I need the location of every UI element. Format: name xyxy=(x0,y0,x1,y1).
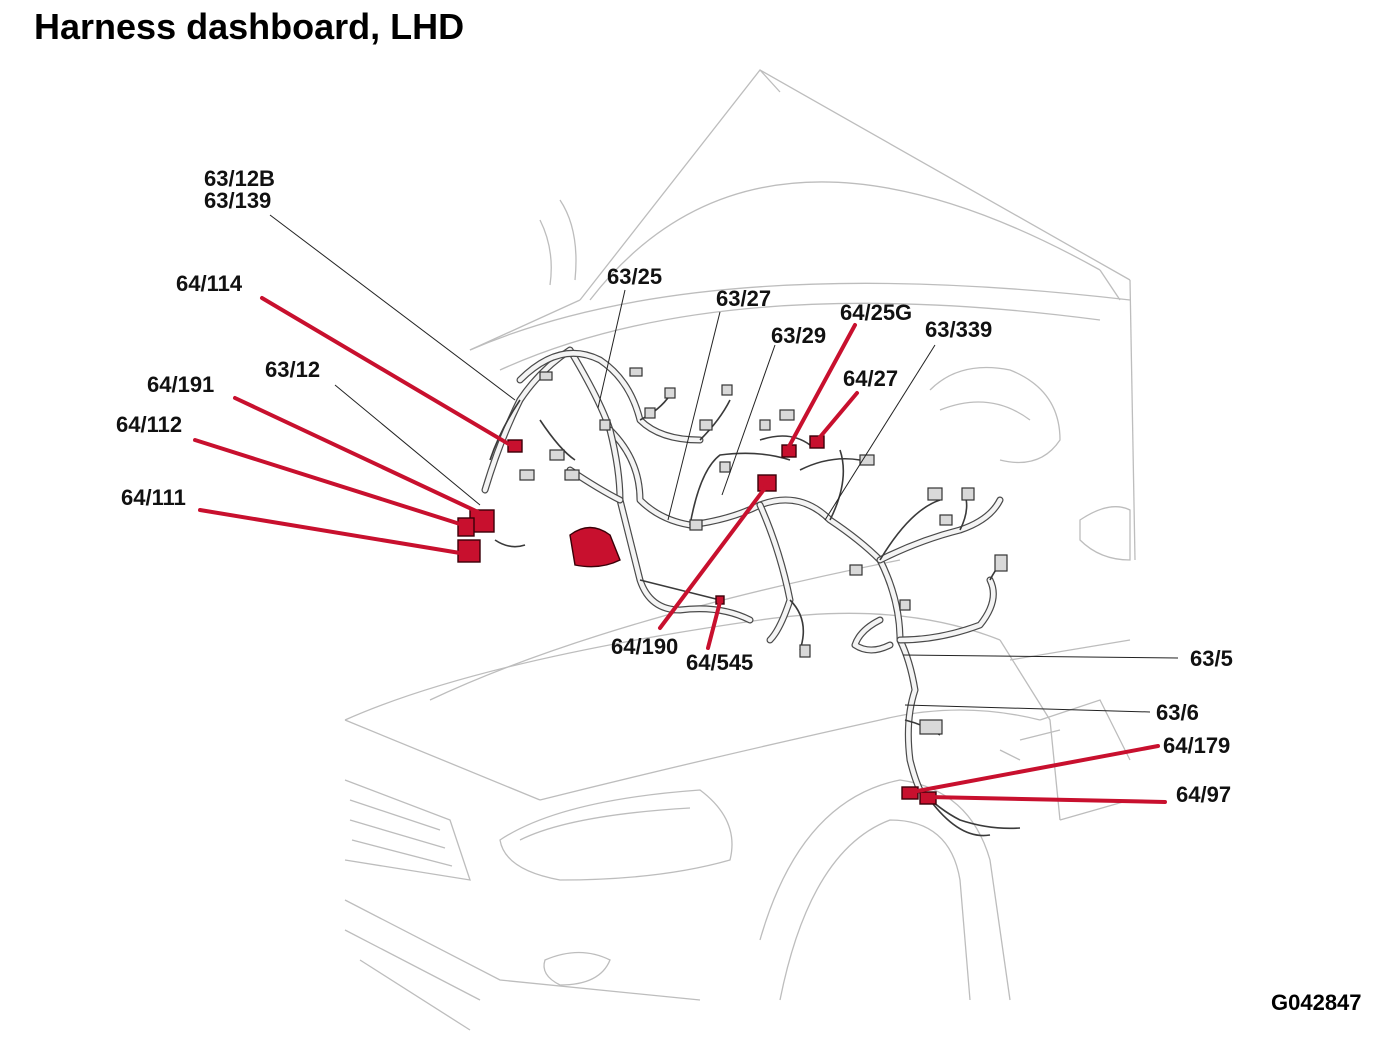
label-64-97: 64/97 xyxy=(1176,782,1231,807)
leader-64-190 xyxy=(658,482,770,630)
leader-63-339 xyxy=(824,344,936,521)
label-64-190: 64/190 xyxy=(611,634,678,659)
label-63-5: 63/5 xyxy=(1190,646,1233,671)
leader-lines xyxy=(193,214,1179,804)
label-63-12: 63/12 xyxy=(265,357,320,382)
branch-wires xyxy=(489,394,1021,837)
leader-63-6 xyxy=(904,704,1151,713)
label-63-139: 63/139 xyxy=(204,188,271,213)
leader-64-111 xyxy=(198,508,462,555)
connector-64-111 xyxy=(457,539,481,563)
leader-63-25 xyxy=(597,289,626,409)
label-63-12b: 63/12B xyxy=(204,166,275,191)
gray-connectors xyxy=(519,367,1008,735)
leader-64-545 xyxy=(706,600,722,650)
label-64-114: 64/114 xyxy=(176,271,243,296)
diagram-title: Harness dashboard, LHD xyxy=(34,6,465,47)
leader-63-5 xyxy=(902,654,1179,659)
leader-64-112 xyxy=(193,438,462,526)
label-64-25g: 64/25G xyxy=(840,300,912,325)
leader-63-12b xyxy=(269,214,516,401)
leader-64-97 xyxy=(926,795,1167,804)
figure-code: G042847 xyxy=(1271,990,1362,1015)
leader-64-25g xyxy=(784,323,857,454)
leader-64-191 xyxy=(233,396,480,514)
harness-trunk xyxy=(481,346,1004,794)
label-63-29: 63/29 xyxy=(771,323,826,348)
label-64-179: 64/179 xyxy=(1163,733,1230,758)
leader-64-179 xyxy=(910,744,1160,794)
leader-63-29 xyxy=(721,344,776,496)
label-64-112: 64/112 xyxy=(116,412,182,437)
callout-labels: 63/12B 63/139 64/114 63/12 64/191 64/112… xyxy=(116,166,1233,807)
label-63-339: 63/339 xyxy=(925,317,992,342)
highlighted-connectors xyxy=(457,435,937,805)
connector-64-112 xyxy=(457,517,475,537)
label-64-27: 64/27 xyxy=(843,366,898,391)
connector-64-114 xyxy=(507,439,523,453)
leader-64-27 xyxy=(813,391,859,445)
leader-63-12 xyxy=(334,384,481,506)
connector-large-block xyxy=(569,526,621,568)
leader-64-114 xyxy=(260,296,514,448)
car-outline xyxy=(344,69,1136,1031)
label-64-545: 64/545 xyxy=(686,650,753,675)
label-64-111: 64/111 xyxy=(121,485,186,510)
label-63-6: 63/6 xyxy=(1156,700,1199,725)
label-64-191: 64/191 xyxy=(147,372,214,397)
label-63-27: 63/27 xyxy=(716,286,771,311)
label-63-25: 63/25 xyxy=(607,264,662,289)
leader-63-27 xyxy=(667,311,721,521)
